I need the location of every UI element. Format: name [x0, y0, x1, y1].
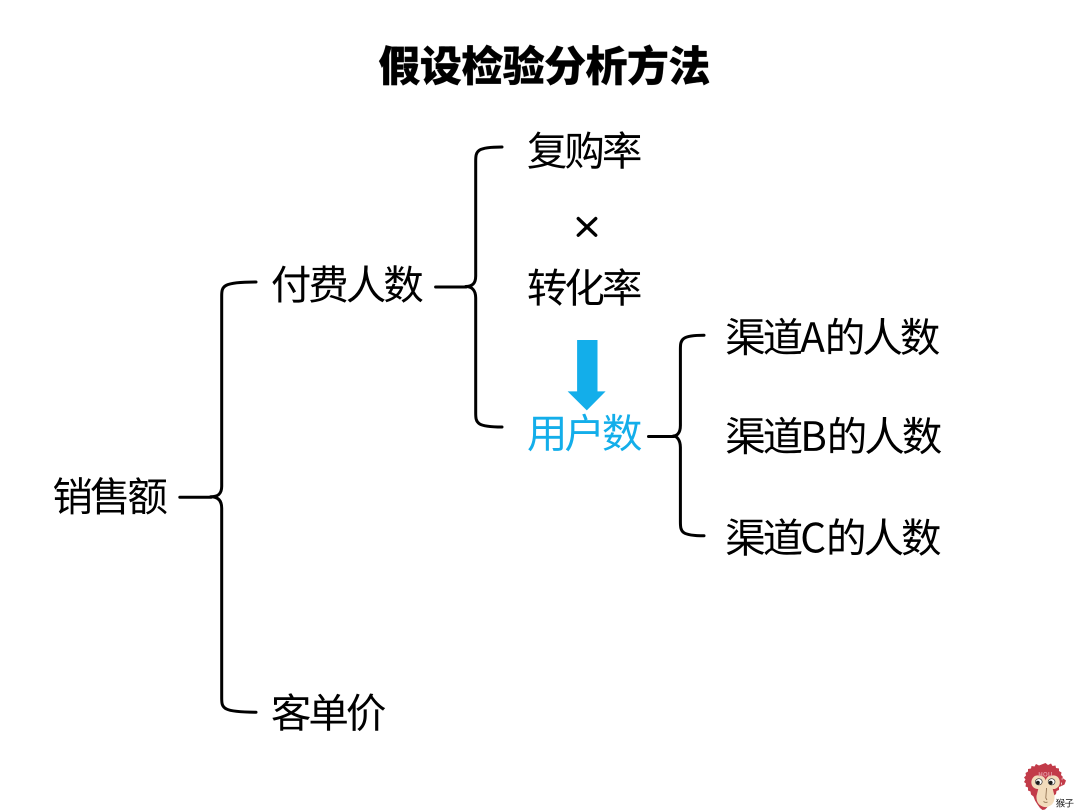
svg-text:HOU: HOU [1038, 773, 1052, 779]
